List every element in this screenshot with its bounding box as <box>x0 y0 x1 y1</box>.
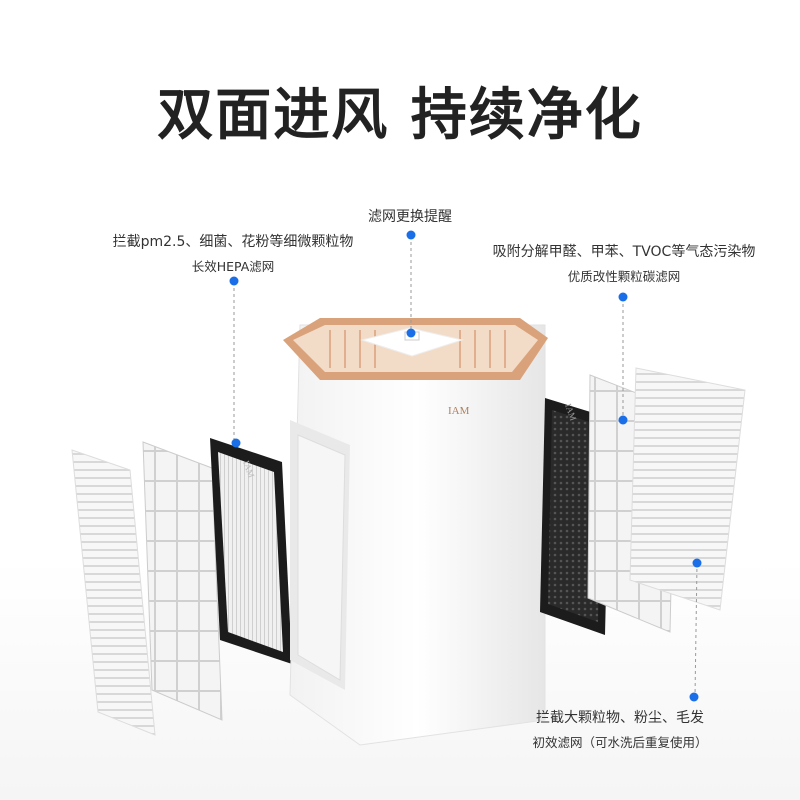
left-pre-filter <box>142 441 223 721</box>
carbon-callout-dot <box>618 292 628 302</box>
page-title: 双面进风 持续净化 <box>157 83 643 148</box>
prefilter-callout-dot <box>689 692 699 702</box>
brand-logo: IAM <box>448 405 470 417</box>
purifier-body: IAM <box>283 318 548 746</box>
prefilter-anchor-dot <box>692 558 702 568</box>
prefilter-description: 拦截大颗粒物、粉尘、毛发 <box>536 710 704 726</box>
hepa-name: 长效HEPA滤网 <box>191 259 275 274</box>
carbon-name: 优质改性颗粒碳滤网 <box>567 269 681 284</box>
carbon-description: 吸附分解甲醛、甲苯、TVOC等气态污染物 <box>492 244 756 260</box>
hepa-description: 拦截pm2.5、细菌、花粉等细微颗粒物 <box>112 234 354 250</box>
prefilter-name: 初效滤网（可水洗后重复使用） <box>532 735 708 750</box>
hepa-callout: 拦截pm2.5、细菌、花粉等细微颗粒物 长效HEPA滤网 <box>83 231 383 275</box>
hepa-filter: IAM <box>210 438 292 664</box>
carbon-callout: 吸附分解甲醛、甲苯、TVOC等气态污染物 优质改性颗粒碳滤网 <box>464 241 784 285</box>
left-front-grille <box>71 449 156 736</box>
reminder-callout-dot <box>406 230 416 240</box>
prefilter-callout: 拦截大颗粒物、粉尘、毛发 初效滤网（可水洗后重复使用） <box>490 707 750 751</box>
reminder-label: 滤网更换提醒 <box>368 209 452 225</box>
callout-lines <box>233 236 698 698</box>
reminder-callout: 滤网更换提醒 <box>330 206 490 226</box>
hepa-callout-dot <box>229 276 239 286</box>
reminder-anchor-dot <box>406 328 416 338</box>
hepa-anchor-dot <box>231 438 241 448</box>
right-back-grille <box>629 367 746 611</box>
carbon-anchor-dot <box>618 415 628 425</box>
